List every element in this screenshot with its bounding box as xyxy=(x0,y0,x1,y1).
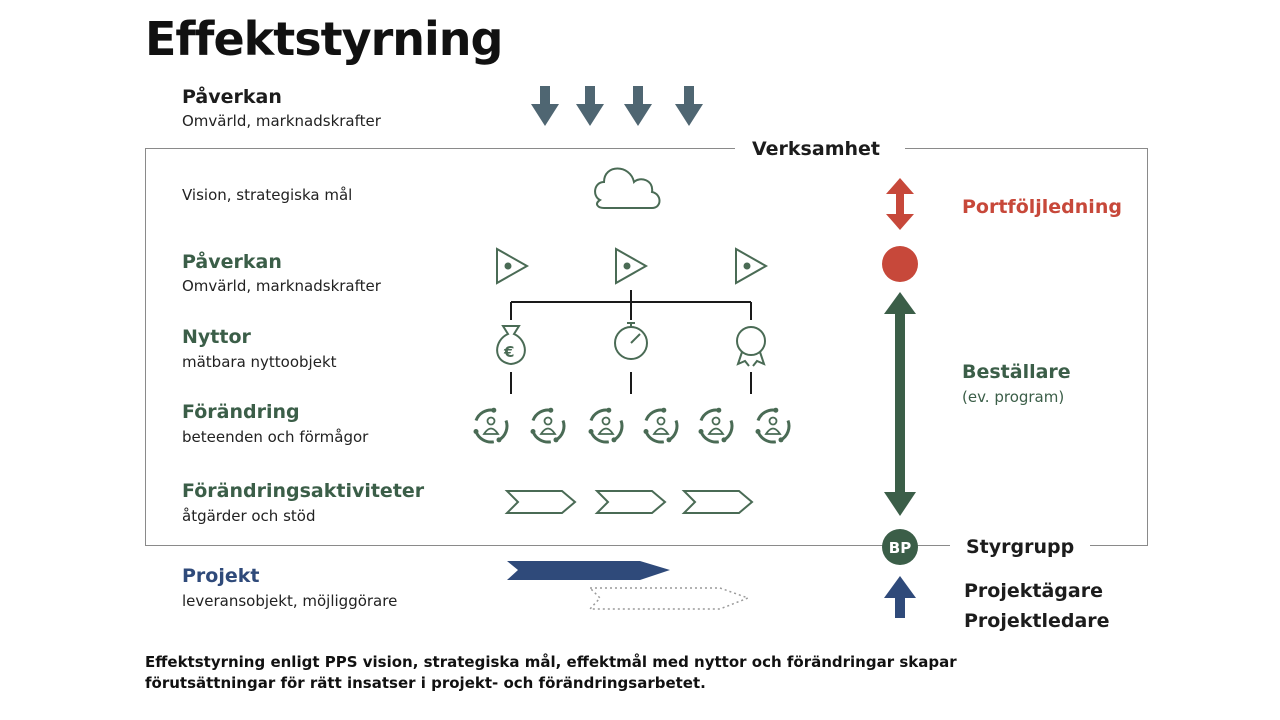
top-influence-sub: Omvärld, marknadskrafter xyxy=(182,112,381,130)
portfolio-label: Portföljledning xyxy=(962,196,1122,218)
leader-label: Projektledare xyxy=(964,610,1110,632)
steering-label: Styrgrupp xyxy=(966,536,1075,558)
caption-line-2: förutsättningar för rätt insatser i proj… xyxy=(145,674,706,692)
chevron-icon xyxy=(594,490,667,514)
owner-label: Projektägare xyxy=(964,580,1103,602)
connector-lines xyxy=(510,290,752,394)
change-cycle-icon xyxy=(530,407,566,444)
down-arrow-icon xyxy=(675,86,703,126)
bp-badge-text: BP xyxy=(889,539,911,557)
project-sub: leveransobjekt, möjliggörare xyxy=(182,592,398,610)
change-sub: beteenden och förmågor xyxy=(182,428,369,446)
project-up-arrow-icon xyxy=(884,576,916,618)
external-pressure-arrows xyxy=(531,86,703,126)
chevron-icon xyxy=(504,490,577,514)
orderer-double-arrow-icon xyxy=(884,292,916,516)
influence-sub: Omvärld, marknadskrafter xyxy=(182,277,381,295)
vision-label: Vision, strategiska mål xyxy=(182,186,353,204)
goal-icons xyxy=(496,247,769,285)
change-icons xyxy=(473,407,791,444)
down-arrow-icon xyxy=(576,86,604,126)
award-badge-icon xyxy=(736,326,766,367)
future-project-arrow-shape xyxy=(588,587,751,610)
project-arrow-shape xyxy=(507,561,670,580)
money-bag-icon: € xyxy=(496,325,526,366)
change-cycle-icon xyxy=(588,407,624,444)
page-title: Effektstyrning xyxy=(145,12,503,66)
stopwatch-icon xyxy=(614,322,648,360)
orderer-label: Beställare xyxy=(962,361,1071,383)
benefits-heading: Nyttor xyxy=(182,326,251,348)
portfolio-double-arrow-icon xyxy=(886,178,914,230)
chevron-icon xyxy=(681,490,754,514)
top-influence-heading: Påverkan xyxy=(182,86,282,108)
project-heading: Projekt xyxy=(182,565,260,587)
goal-flag-icon xyxy=(496,247,530,285)
orderer-sub: (ev. program) xyxy=(962,388,1065,406)
change-cycle-icon xyxy=(755,407,791,444)
change-heading: Förändring xyxy=(182,401,300,423)
change-cycle-icon xyxy=(698,407,734,444)
change-cycle-icon xyxy=(473,407,509,444)
change-cycle-icon xyxy=(643,407,679,444)
activities-sub: åtgärder och stöd xyxy=(182,507,316,525)
cloud-icon xyxy=(594,167,661,209)
down-arrow-icon xyxy=(624,86,652,126)
goal-flag-icon xyxy=(735,247,769,285)
benefits-sub: mätbara nyttoobjekt xyxy=(182,353,337,371)
bp-badge-icon xyxy=(882,529,918,565)
portfolio-dot-icon xyxy=(882,246,918,282)
frame-label: Verksamhet xyxy=(752,138,880,160)
down-arrow-icon xyxy=(531,86,559,126)
influence-heading: Påverkan xyxy=(182,251,282,273)
activity-chevrons xyxy=(504,490,754,514)
svg-text:€: € xyxy=(503,343,514,361)
organization-frame xyxy=(145,148,1148,546)
caption-line-1: Effektstyrning enligt PPS vision, strate… xyxy=(145,653,957,671)
activities-heading: Förändringsaktiviteter xyxy=(182,480,425,502)
caption: Effektstyrning enligt PPS vision, strate… xyxy=(145,652,957,694)
goal-flag-icon xyxy=(615,247,649,285)
